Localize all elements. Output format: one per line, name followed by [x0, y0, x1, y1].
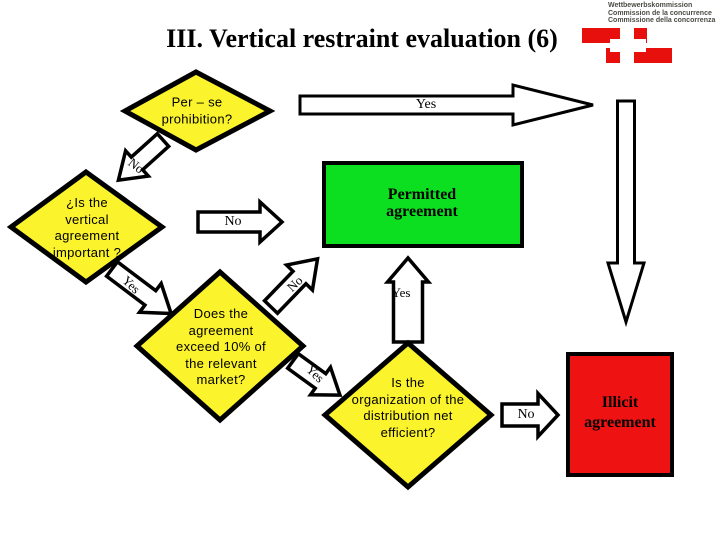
- weko-logo-icon: [582, 26, 672, 65]
- arrow-down-to-illicit: [605, 99, 647, 328]
- arrow-perse-no-diagonal: [116, 131, 172, 183]
- distribution-efficient-diamond: [321, 339, 495, 491]
- arrow-important-no-right: [196, 198, 285, 246]
- arrow-exceed-yes-diagonal: [285, 351, 343, 397]
- logo-org-names: Wettbewerbskommission Commission de la c…: [608, 2, 716, 24]
- arrow-efficient-yes-up: [383, 255, 433, 344]
- arrow-perse-yes-right: [298, 83, 594, 127]
- arrow-exceed-no-up-right: [262, 256, 320, 316]
- swiss-cross-icon: [610, 39, 646, 52]
- arrow-important-yes-diagonal: [104, 259, 174, 316]
- permitted-agreement-box: [322, 161, 524, 248]
- page-title: III. Vertical restraint evaluation (6): [166, 24, 558, 53]
- agreement-important-diamond: [6, 168, 167, 286]
- illicit-agreement-box: [566, 352, 674, 477]
- arrow-efficient-no-right: [500, 389, 561, 441]
- per-se-prohibition-diamond: [119, 69, 276, 153]
- exceed-10-percent-diamond: [133, 268, 307, 424]
